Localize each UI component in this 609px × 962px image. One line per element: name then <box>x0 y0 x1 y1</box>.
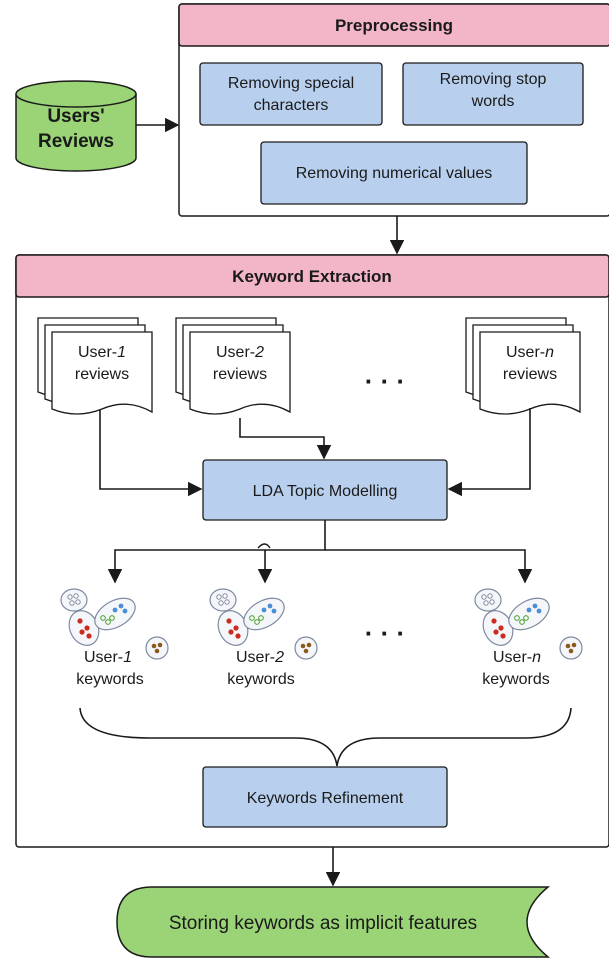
arrow-lda-to-user-1-keywords <box>107 520 326 584</box>
database-label-line1: Users' <box>47 106 104 127</box>
keywords-refinement-label: Keywords Refinement <box>247 790 404 807</box>
user-1-reviews-line2: reviews <box>75 366 129 383</box>
stored-data-output: Storing keywords as implicit features <box>116 886 551 958</box>
arrow-user-n-to-lda <box>447 408 531 497</box>
user-1-reviews-document: User-1 reviews <box>37 317 153 415</box>
step-removing-special-characters: Removing special characters <box>199 62 383 126</box>
user-n-reviews-line2: reviews <box>503 366 557 383</box>
arrow-user-1-to-lda <box>99 410 203 497</box>
keyword-extraction-title: Keyword Extraction <box>232 267 392 286</box>
user-n-reviews-document: User-n reviews <box>465 317 581 415</box>
line-crossing-hop <box>257 543 271 549</box>
step-special-line1: Removing special <box>228 75 354 92</box>
user-1-keywords-label: User-1 <box>84 649 132 666</box>
step-stop-line1: Removing stop <box>440 71 547 88</box>
arrow-user-2-to-lda <box>239 418 332 460</box>
step-stop-line2: words <box>471 93 515 110</box>
user-1-keywords-line2: keywords <box>76 671 144 688</box>
reviews-ellipsis: · · · <box>365 366 405 396</box>
preprocessing-title: Preprocessing <box>335 16 453 35</box>
database-label-line2: Reviews <box>38 131 114 152</box>
merge-brace <box>79 707 572 767</box>
preprocessing-block: Preprocessing Removing special character… <box>178 3 609 217</box>
step-numerical-label: Removing numerical values <box>296 165 493 182</box>
user-2-keyword-cluster-icon <box>209 588 318 660</box>
step-special-line2: characters <box>254 97 329 114</box>
user-n-keywords-line2: keywords <box>482 671 550 688</box>
user-n-keyword-cluster-icon <box>474 588 583 660</box>
user-2-reviews-line2: reviews <box>213 366 267 383</box>
user-n-reviews-label: User-n <box>506 344 554 361</box>
user-2-keywords-label: User-2 <box>236 649 284 666</box>
user-n-keywords-label: User-n <box>493 649 541 666</box>
user-1-reviews-label: User-1 <box>78 344 126 361</box>
stored-data-label: Storing keywords as implicit features <box>169 913 477 934</box>
step-removing-numerical-values: Removing numerical values <box>260 141 528 205</box>
users-reviews-database: Users' Reviews <box>15 80 137 172</box>
user-2-reviews-label: User-2 <box>216 344 264 361</box>
step-removing-stop-words: Removing stop words <box>402 62 584 126</box>
keywords-refinement-box: Keywords Refinement <box>202 766 448 828</box>
lda-topic-modelling-box: LDA Topic Modelling <box>202 459 448 521</box>
lda-label: LDA Topic Modelling <box>253 483 398 500</box>
user-2-reviews-document: User-2 reviews <box>175 317 291 415</box>
keyword-extraction-block: Keyword Extraction <box>15 254 609 848</box>
user-1-keyword-cluster-icon <box>60 588 169 660</box>
keywords-ellipsis: · · · <box>365 618 405 648</box>
arrow-lda-to-user-n-keywords <box>325 549 533 584</box>
user-2-keywords-line2: keywords <box>227 671 295 688</box>
